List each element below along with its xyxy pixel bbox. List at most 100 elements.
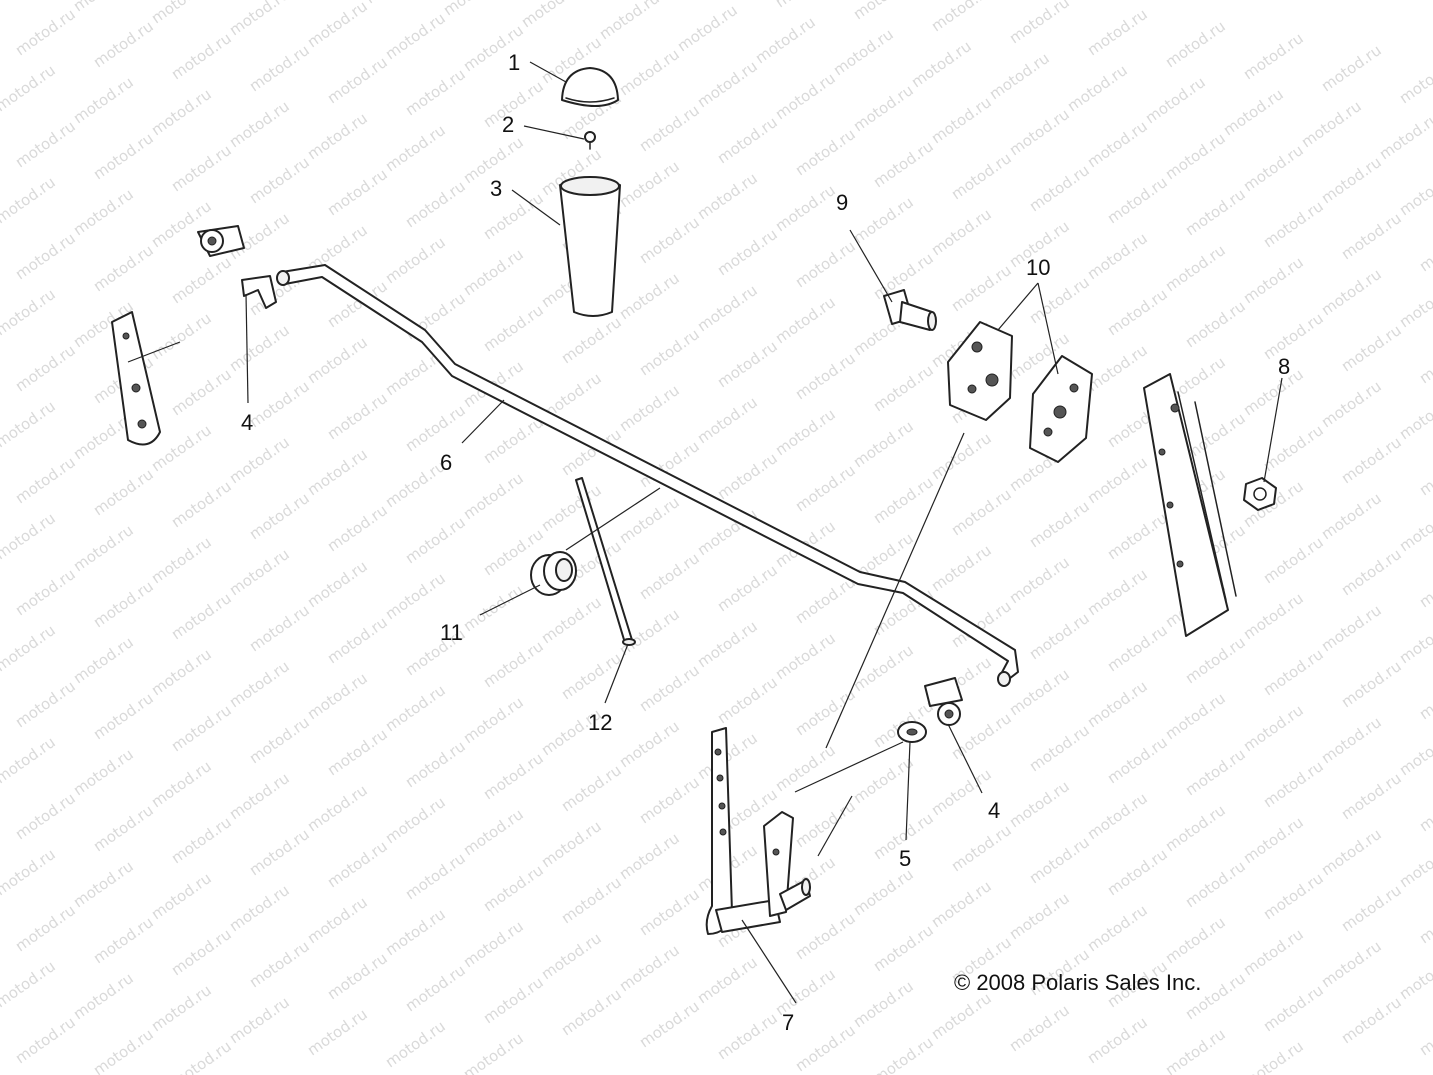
- watermark-text: motod.ru: [0, 957, 59, 1011]
- watermark-text: motod.ru: [1260, 645, 1327, 699]
- watermark-text: motod.ru: [558, 313, 625, 367]
- watermark-text: motod.ru: [1416, 445, 1433, 499]
- watermark-text: motod.ru: [70, 857, 137, 911]
- watermark-text: motod.ru: [616, 45, 683, 99]
- watermark-text: motod.ru: [908, 37, 975, 91]
- watermark-text: motod.ru: [1416, 669, 1433, 723]
- watermark-text: motod.ru: [616, 829, 683, 883]
- watermark-text: motod.ru: [1396, 501, 1433, 555]
- watermark-text: motod.ru: [1338, 433, 1405, 487]
- watermark-text: motod.ru: [538, 929, 605, 983]
- watermark-text: motod.ru: [168, 813, 235, 867]
- watermark-text: motod.ru: [480, 413, 547, 467]
- watermark-text: motod.ru: [90, 801, 157, 855]
- watermark-text: motod.ru: [1240, 701, 1307, 755]
- watermark-text: motod.ru: [1162, 1025, 1229, 1075]
- part-4-clamp-right: [924, 677, 963, 726]
- watermark-text: motod.ru: [714, 113, 781, 167]
- watermark-text: motod.ru: [382, 793, 449, 847]
- watermark-text: motod.ru: [1026, 721, 1093, 775]
- watermark-text: motod.ru: [90, 689, 157, 743]
- watermark-text: motod.ru: [636, 325, 703, 379]
- watermark-text: motod.ru: [792, 237, 859, 291]
- watermark-text: motod.ru: [870, 921, 937, 975]
- watermark-text: motod.ru: [304, 781, 371, 835]
- leader-lines: [127, 61, 1283, 1004]
- watermark-text: motod.ru: [226, 0, 293, 39]
- watermark-text: motod.ru: [168, 141, 235, 195]
- watermark-text: motod.ru: [324, 53, 391, 107]
- watermark-text: motod.ru: [304, 669, 371, 723]
- watermark-text: motod.ru: [460, 245, 527, 299]
- watermark-text: motod.ru: [792, 461, 859, 515]
- watermark-text: motod.ru: [558, 649, 625, 703]
- callout-3: 3: [490, 176, 502, 201]
- watermark-text: motod.ru: [1416, 333, 1433, 387]
- watermark-text: motod.ru: [1182, 185, 1249, 239]
- watermark-text: motod.ru: [70, 633, 137, 687]
- watermark-text: motod.ru: [928, 877, 995, 931]
- watermark-text: motod.ru: [246, 489, 313, 543]
- watermark-text: motod.ru: [928, 989, 995, 1043]
- watermark-text: motod.ru: [90, 913, 157, 967]
- watermark-text: motod.ru: [1084, 565, 1151, 619]
- watermark-text: motod.ru: [1084, 117, 1151, 171]
- watermark-text: motod.ru: [1376, 109, 1433, 163]
- watermark-text: motod.ru: [0, 285, 59, 339]
- watermark-text: motod.ru: [1162, 801, 1229, 855]
- watermark-text: motod.ru: [480, 301, 547, 355]
- watermark-text: motod.ru: [1142, 73, 1209, 127]
- watermark-text: motod.ru: [1396, 277, 1433, 331]
- watermark-text: motod.ru: [324, 501, 391, 555]
- part-12-long-bolt: [575, 477, 636, 646]
- watermark-text: motod.ru: [870, 1033, 937, 1075]
- watermark-text: motod.ru: [694, 57, 761, 111]
- callout-12: 12: [588, 710, 612, 735]
- watermark-text: motod.ru: [1104, 285, 1171, 339]
- watermark-text: motod.ru: [1318, 377, 1385, 431]
- watermark-text: motod.ru: [948, 261, 1015, 315]
- watermark-text: motod.ru: [1084, 901, 1151, 955]
- watermark-text: motod.ru: [148, 85, 215, 139]
- watermark-text: motod.ru: [304, 1005, 371, 1059]
- watermark-text: motod.ru: [792, 349, 859, 403]
- watermark-text: motod.ru: [538, 593, 605, 647]
- part-8-nut: [1243, 477, 1277, 511]
- watermark-text: motod.ru: [1162, 129, 1229, 183]
- watermark-text: motod.ru: [1318, 489, 1385, 543]
- watermark-text: motod.ru: [304, 333, 371, 387]
- watermark-text: motod.ru: [90, 241, 157, 295]
- watermark-text: motod.ru: [1338, 657, 1405, 711]
- watermark-text: motod.ru: [1240, 925, 1307, 979]
- part-5-washer: [897, 721, 927, 743]
- watermark-text: motod.ru: [70, 745, 137, 799]
- watermark-text: motod.ru: [1084, 341, 1151, 395]
- callout-4-left: 4: [241, 410, 253, 435]
- watermark-text: motod.ru: [772, 293, 839, 347]
- watermark-text: motod.ru: [714, 225, 781, 279]
- part-6-rod: [276, 264, 1019, 687]
- watermark-text: motod.ru: [70, 969, 137, 1023]
- watermark-text: motod.ru: [324, 389, 391, 443]
- watermark-text: motod.ru: [0, 173, 59, 227]
- watermark-text: motod.ru: [518, 0, 585, 31]
- watermark-text: motod.ru: [850, 0, 917, 23]
- watermark-text: motod.ru: [148, 533, 215, 587]
- watermark-text: motod.ru: [1260, 533, 1327, 587]
- watermark-text: motod.ru: [1318, 265, 1385, 319]
- watermark-text: motod.ru: [928, 0, 995, 35]
- watermark-text: motod.ru: [1182, 633, 1249, 687]
- watermark-text: motod.ru: [1318, 601, 1385, 655]
- watermark-text: motod.ru: [402, 849, 469, 903]
- watermark-text: motod.ru: [1240, 589, 1307, 643]
- watermark-text: motod.ru: [246, 713, 313, 767]
- watermark-text: motod.ru: [1182, 857, 1249, 911]
- watermark-text: motod.ru: [1396, 389, 1433, 443]
- part-1-cap: [561, 67, 619, 107]
- watermark-text: motod.ru: [1298, 97, 1365, 151]
- watermark-text: motod.ru: [324, 165, 391, 219]
- watermark-text: motod.ru: [148, 645, 215, 699]
- part-4-clamp-left: [197, 225, 277, 309]
- watermark-text: motod.ru: [1182, 297, 1249, 351]
